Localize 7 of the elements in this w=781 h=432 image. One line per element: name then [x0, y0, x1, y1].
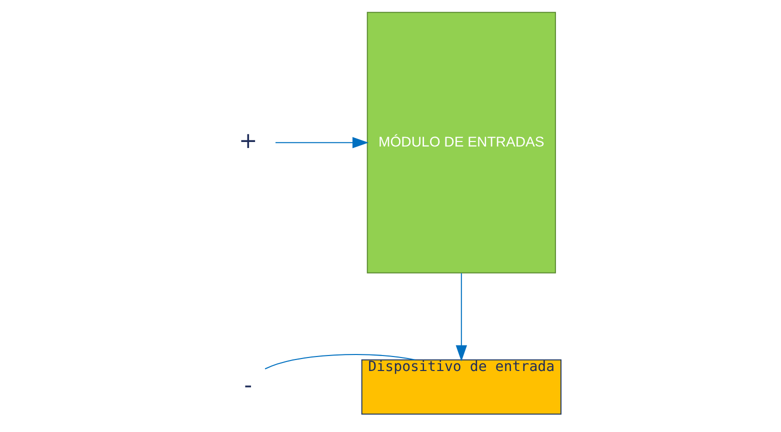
arrow: [455, 273, 467, 362]
node-box: MÓDULO DE ENTRADAS: [366, 12, 556, 274]
arrow: [275, 136, 368, 148]
connector: [264, 354, 415, 370]
node-text: -: [244, 372, 252, 399]
node-box: Dispositivo de entrada: [360, 359, 561, 415]
node-text: +: [238, 128, 257, 154]
